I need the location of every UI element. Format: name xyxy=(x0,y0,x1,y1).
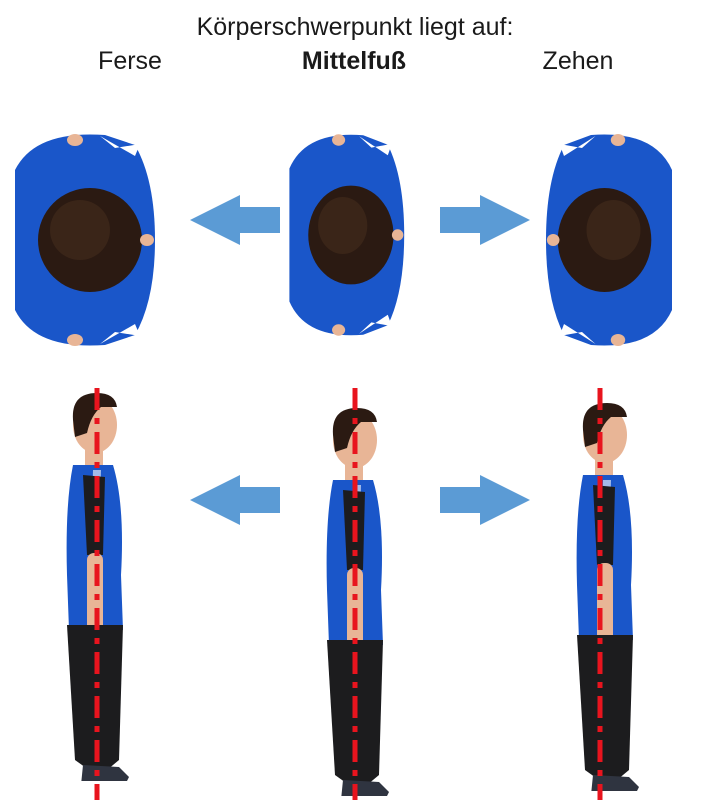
topview-zehen xyxy=(546,134,672,346)
topview-mittelfuss xyxy=(289,134,404,335)
sideview-mittelfuss xyxy=(327,408,389,800)
arrow-right-bottom xyxy=(440,475,530,525)
sideview-zehen xyxy=(577,403,639,795)
topview-ferse xyxy=(15,134,155,346)
arrow-right-top xyxy=(440,195,530,245)
arrow-left-bottom xyxy=(190,475,280,525)
arrow-left-top xyxy=(190,195,280,245)
